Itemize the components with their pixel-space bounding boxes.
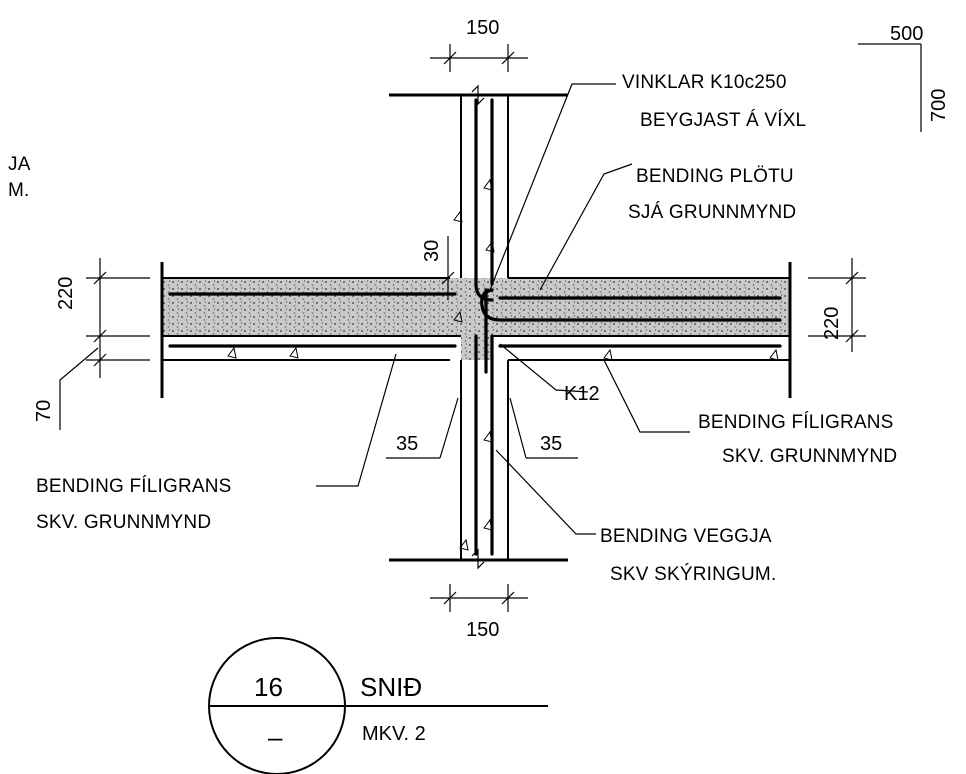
dim-wall-top: 150: [466, 17, 499, 39]
wall-bottom: [450, 360, 508, 560]
scale-ref-vertical: 700: [928, 89, 950, 122]
label-filigree-left-2: SKV. GRUNNMYND: [36, 512, 211, 533]
reinforcement: [168, 98, 782, 556]
dim-filigree-left: 70: [33, 400, 55, 422]
concrete-section: [162, 95, 790, 560]
wall-top: [450, 95, 508, 278]
dim-slab-left: 220: [55, 277, 77, 310]
detail-number: 16: [254, 672, 283, 702]
dim-cover: 30: [421, 240, 443, 262]
label-filigree-right-2: SKV. GRUNNMYND: [722, 446, 897, 467]
detail-scale: MKV. 2: [362, 723, 426, 745]
label-wall-rebar-2: SKV SKÝRINGUM.: [610, 564, 776, 585]
cut-off-line-2: M.: [8, 180, 30, 201]
dim-slab-right: 220: [821, 307, 843, 340]
cut-off-label: JA M.: [8, 154, 31, 201]
sheet-number: –: [268, 722, 283, 752]
label-slab-rebar-2: SJÁ GRUNNMYND: [628, 202, 796, 223]
section-outlines: [160, 84, 792, 570]
cut-off-line-1: JA: [8, 154, 31, 175]
scale-reference: 500 700: [858, 23, 950, 132]
label-filigree-left-1: BENDING FÍLIGRANS: [36, 476, 232, 497]
title-block: 16 – SNIÐ MKV. 2: [208, 637, 548, 774]
label-slab-rebar-1: BENDING PLÖTU: [636, 166, 794, 187]
detail-title: SNIÐ: [360, 672, 422, 702]
label-stirrups-1: VINKLAR K10c250: [622, 72, 787, 93]
label-wall-rebar-1: BENDING VEGGJA: [600, 526, 772, 547]
label-filigree-right-1: BENDING FÍLIGRANS: [698, 412, 894, 433]
dim-gap-right: 35: [540, 433, 562, 455]
label-stirrups-2: BEYGJAST Á VÍXL: [640, 110, 806, 131]
dim-wall-bottom: 150: [466, 619, 499, 641]
aggregate-marks: [227, 178, 779, 551]
dimension-lines: [59, 44, 866, 612]
scale-ref-horizontal: 500: [890, 23, 923, 45]
dim-gap-left: 35: [396, 433, 418, 455]
bar-mark-k12: K12: [564, 383, 600, 405]
leader-lines: [316, 83, 690, 535]
